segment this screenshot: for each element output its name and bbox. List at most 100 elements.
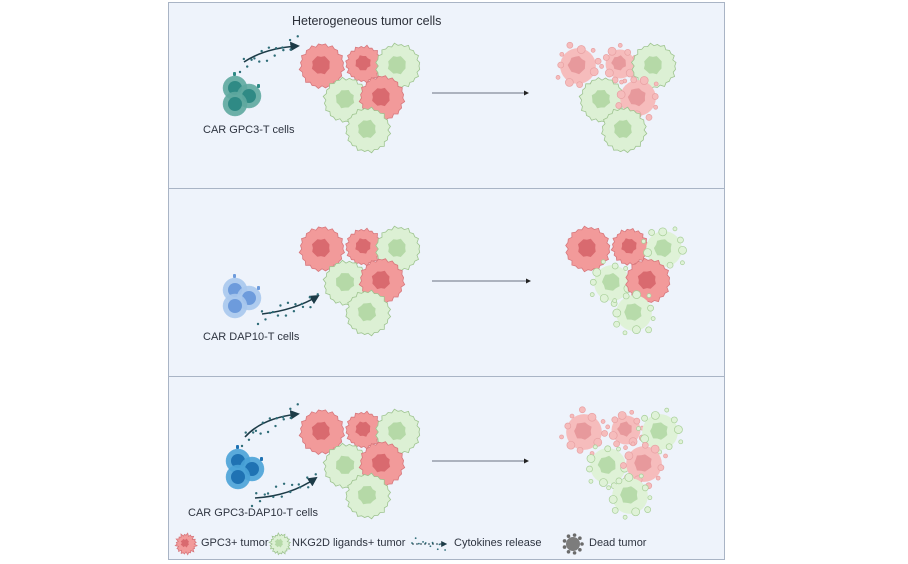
legend-label-gpc3-tumor: GPC3+ tumor xyxy=(201,537,269,549)
apoptotic-bleb xyxy=(665,443,673,451)
car-receptor xyxy=(260,457,263,461)
dead-gpc3-tumor-cell xyxy=(555,41,602,89)
cytokine-dot xyxy=(288,38,292,42)
tumor-cell-nucleus xyxy=(387,56,406,75)
cytokine-dot xyxy=(297,483,300,486)
apoptotic-bleb xyxy=(646,293,652,298)
tumor-cell-nucleus xyxy=(357,119,376,138)
apoptotic-bleb xyxy=(599,478,608,487)
apoptotic-bleb xyxy=(672,226,678,232)
cytokine-dot xyxy=(260,49,263,53)
apoptotic-bleb xyxy=(615,477,623,485)
cytokine-dot xyxy=(255,492,258,495)
cytokine-dot xyxy=(276,314,280,317)
cytokine-dot xyxy=(301,305,305,309)
dying-cell-nucleus xyxy=(611,55,626,71)
apoptotic-bleb xyxy=(600,419,606,424)
cytokine-dot xyxy=(279,304,282,307)
dying-cell-nucleus xyxy=(574,422,592,440)
cytokines-release-gpc3 xyxy=(240,403,300,448)
dead-gpc3-tumor-cell xyxy=(620,441,668,490)
apoptotic-bleb xyxy=(605,68,614,78)
cytokine-dot xyxy=(314,473,317,476)
cytokine-dot xyxy=(253,57,256,60)
apoptotic-bleb xyxy=(658,227,668,237)
apoptotic-bleb xyxy=(645,114,653,121)
apoptotic-bleb xyxy=(629,409,635,415)
tumor-cluster-after xyxy=(559,406,684,520)
apoptotic-bleb xyxy=(588,478,594,484)
cytokines-release-dap10 xyxy=(250,473,318,508)
cytokine-dot xyxy=(258,499,262,503)
apoptotic-bleb xyxy=(600,259,606,265)
cytokine-dot xyxy=(267,46,271,49)
tumor-cell-nucleus xyxy=(387,421,406,441)
tumor-cluster-after xyxy=(555,41,677,154)
cytokine-dot xyxy=(307,486,310,489)
t-cell-nucleus xyxy=(228,299,242,313)
cytokine-dot xyxy=(309,305,312,309)
apoptotic-bleb xyxy=(576,81,584,89)
apoptotic-bleb xyxy=(622,292,630,300)
figure-title: Heterogeneous tumor cells xyxy=(292,14,442,28)
cytokine-dot xyxy=(281,415,285,419)
legend-label-nkg2d-tumor: NKG2D ligands+ tumor xyxy=(292,537,406,549)
apoptotic-bleb xyxy=(569,413,575,419)
apoptotic-bleb xyxy=(632,290,641,299)
apoptotic-bleb xyxy=(587,412,597,422)
dead-tumor-bleb xyxy=(562,545,567,549)
tumor-cell-nucleus xyxy=(637,270,656,290)
apoptotic-bleb xyxy=(619,79,624,85)
dead-tumor-icon xyxy=(562,533,584,555)
apoptotic-bleb xyxy=(557,61,565,69)
gpc3-tumor-cell xyxy=(298,226,345,273)
tumor-cell-nucleus xyxy=(371,270,390,290)
cytokines-release-gpc3 xyxy=(238,35,300,74)
apoptotic-bleb xyxy=(599,64,604,69)
cytokine-dot xyxy=(256,322,260,326)
apoptotic-bleb xyxy=(666,261,674,269)
apoptotic-bleb xyxy=(592,267,602,277)
apoptotic-bleb xyxy=(641,484,649,492)
dying-cell-nucleus xyxy=(597,455,616,474)
tcell-label-gpc3: CAR GPC3-T cells xyxy=(203,124,295,136)
dead-tumor-body xyxy=(566,537,580,551)
apoptotic-bleb xyxy=(678,245,687,255)
tumor-cluster-after xyxy=(565,225,687,336)
cytokine-dot xyxy=(263,493,266,496)
cytokine-dot xyxy=(296,35,299,38)
dead-nkg2d-tumor-cell xyxy=(636,407,684,455)
cytokine-dot xyxy=(289,416,292,420)
apoptotic-bleb xyxy=(611,262,619,270)
car-receptor xyxy=(257,286,260,290)
tumor-cell-nucleus xyxy=(578,238,596,257)
car-receptor xyxy=(236,445,239,449)
apoptotic-bleb xyxy=(576,45,586,54)
cytokine-dot xyxy=(244,431,247,434)
tumor-cell-nucleus xyxy=(180,538,189,548)
dead-nkg2d-tumor-cell xyxy=(606,473,653,520)
apoptotic-bleb xyxy=(604,445,612,453)
cytokine-dot xyxy=(436,548,439,551)
nkg2d-tumor-cell xyxy=(601,106,648,154)
nkg2d-tumor-icon xyxy=(268,532,292,556)
apoptotic-bleb xyxy=(677,236,684,244)
apoptotic-bleb xyxy=(599,293,609,303)
apoptotic-bleb xyxy=(655,475,661,481)
tumor-cluster-before xyxy=(298,225,421,337)
apoptotic-bleb xyxy=(638,473,644,479)
cytokine-dot xyxy=(414,537,417,540)
dead-gpc3-tumor-cell xyxy=(605,409,646,450)
apoptotic-bleb xyxy=(624,473,634,482)
cytokine-dot xyxy=(259,432,262,435)
apoptotic-bleb xyxy=(653,104,659,110)
apoptotic-bleb xyxy=(607,46,617,56)
t-cell-nucleus xyxy=(228,97,242,111)
dying-cell-nucleus xyxy=(627,88,646,107)
apoptotic-bleb xyxy=(586,465,593,473)
t-cell-cluster-gpc3-dap10 xyxy=(225,445,265,490)
tumor-cell-nucleus xyxy=(621,238,637,254)
apoptotic-bleb xyxy=(636,426,641,431)
apoptotic-bleb xyxy=(647,304,654,312)
apoptotic-bleb xyxy=(648,229,655,236)
